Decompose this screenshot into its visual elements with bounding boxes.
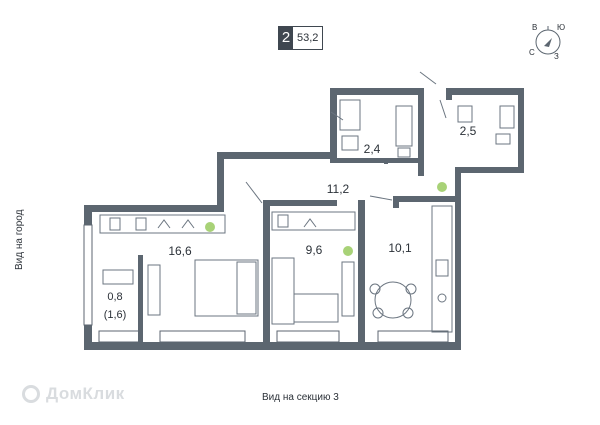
living-room-furniture: [99, 214, 259, 317]
watermark: ДомКлик: [22, 384, 125, 404]
watermark-text: ДомКлик: [46, 384, 125, 403]
room-area-bedroom: 9,6: [306, 243, 323, 257]
compass-icon: В Ю С З: [524, 18, 572, 66]
total-area: 53,2: [293, 27, 323, 49]
room-area-balcony: 0,8: [107, 291, 122, 303]
room-area-living: 16,6: [168, 244, 192, 258]
compass-east-label: Ю: [557, 23, 566, 32]
room-count: 2: [279, 27, 293, 49]
kitchen-furniture: [369, 205, 453, 333]
view-caption-left: Вид на город: [14, 209, 25, 270]
exterior-walls: [84, 88, 524, 350]
compass-south-label: З: [554, 52, 559, 61]
apartment-badge: 2 53,2: [278, 26, 324, 50]
room-area-hall: 11,2: [327, 182, 350, 196]
compass-west-label: С: [529, 48, 535, 57]
bedroom-furniture: [271, 211, 356, 325]
view-caption-bottom: Вид на секцию 3: [262, 392, 339, 403]
bathroom-fixtures: [339, 99, 515, 158]
domclick-logo-icon: [22, 385, 40, 403]
compass-north-label: В: [532, 23, 538, 32]
door-swings: [245, 71, 447, 204]
room-area-kitchen: 10,1: [388, 241, 412, 255]
plant-icons: [205, 182, 447, 256]
room-area-toilet: 2,5: [460, 124, 477, 138]
interior-walls: [138, 158, 460, 350]
room-area-balcony-full: (1,6): [104, 309, 127, 321]
room-area-bathroom: 2,4: [364, 142, 381, 156]
compass-rose-icon: [535, 26, 561, 55]
windows: [83, 224, 449, 343]
